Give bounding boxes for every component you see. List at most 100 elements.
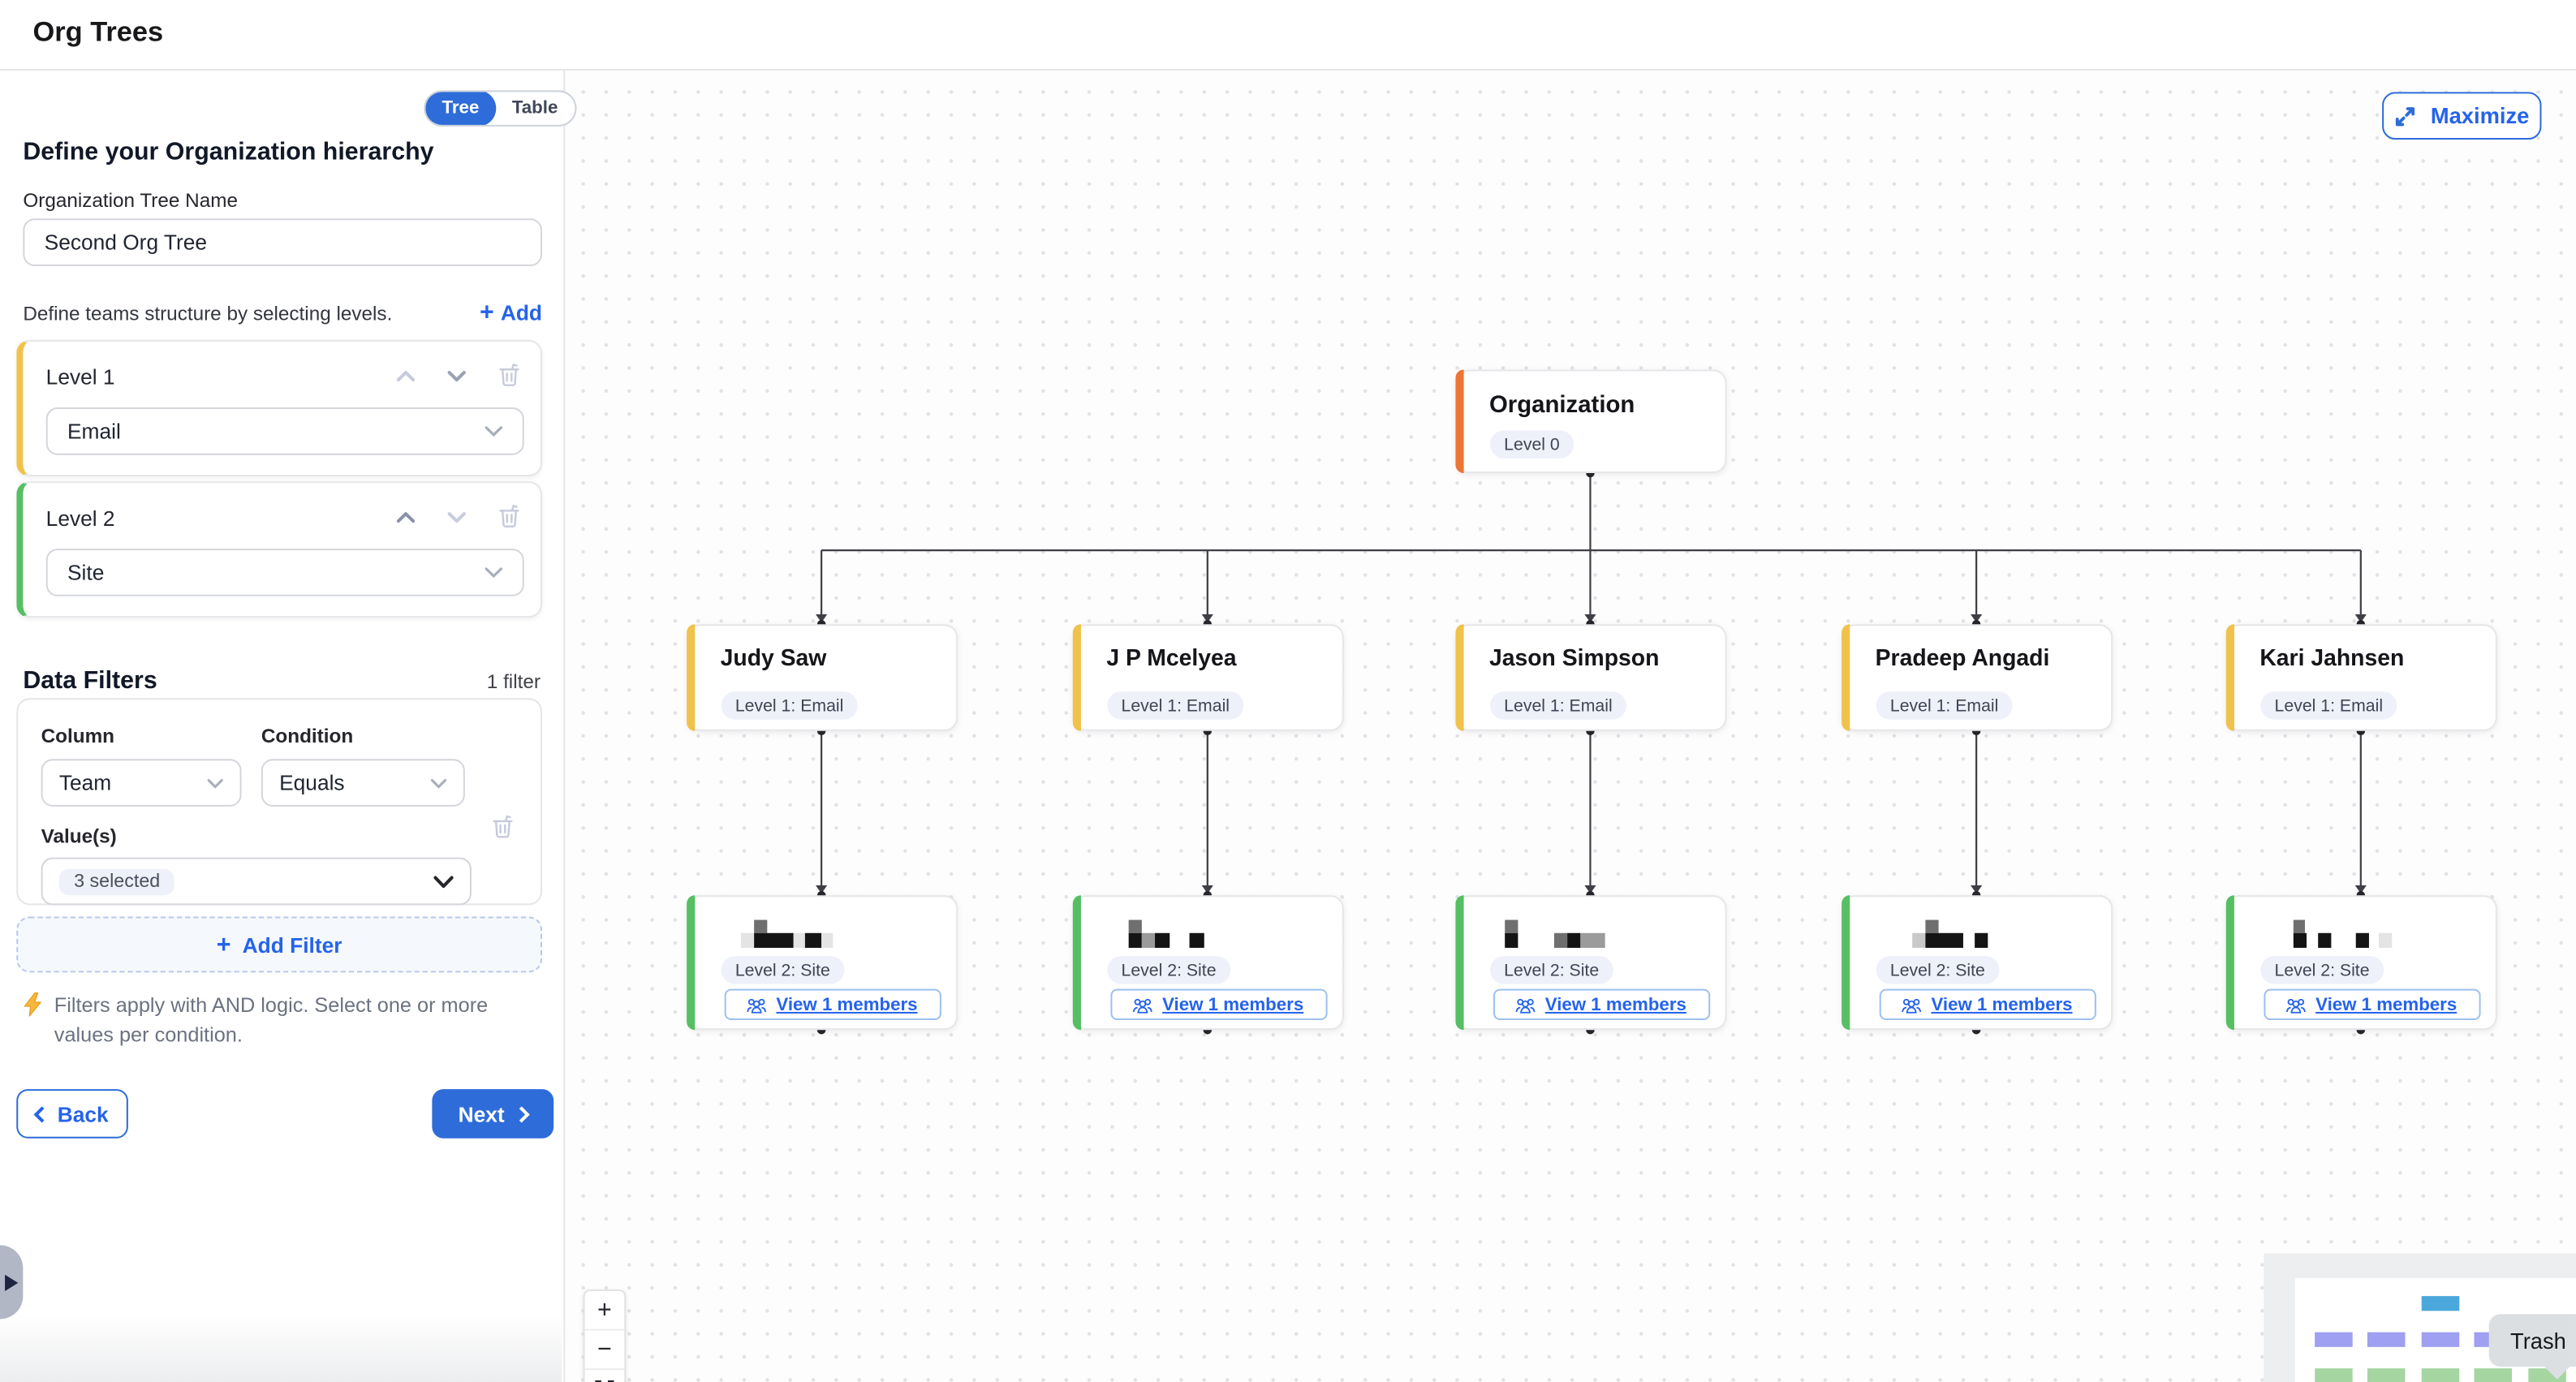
column-select[interactable]: Team — [41, 759, 242, 807]
expand-icon — [2396, 106, 2416, 126]
move-up-icon[interactable] — [396, 510, 416, 523]
level-badge: Level 1: Email — [720, 691, 859, 720]
minimap-node — [2421, 1296, 2460, 1311]
minimap-node — [2315, 1368, 2353, 1382]
members-icon — [1133, 997, 1153, 1013]
maximize-button[interactable]: Maximize — [2382, 92, 2542, 140]
view-members-label: View 1 members — [1544, 994, 1686, 1014]
org-node-level1[interactable]: Pradeep Angadi Level 1: Email — [1841, 624, 2113, 731]
org-node-level2[interactable]: Level 2: Site View 1 members — [1454, 895, 1726, 1031]
level-badge: Level 1: Email — [1106, 691, 1245, 720]
hierarchy-sidebar: Tree Table Define your Organization hier… — [0, 71, 576, 1382]
canvas-zoom-controls: + − — [583, 1289, 627, 1382]
selected-count-chip: 3 selected — [58, 868, 175, 895]
org-node-level1[interactable]: J P Mcelyea Level 1: Email — [1071, 624, 1343, 731]
sidebar-expand-handle[interactable] — [0, 1245, 24, 1320]
level-badge: Level 1: Email — [2259, 691, 2398, 720]
level-2-stripe — [686, 895, 695, 1031]
values-select[interactable]: 3 selected — [41, 857, 472, 906]
level-1-stripe — [1841, 624, 1850, 731]
add-level-button[interactable]: + Add — [479, 299, 542, 327]
members-icon — [1516, 997, 1536, 1013]
level-2-select[interactable]: Site — [45, 549, 524, 596]
minimap-node — [2367, 1332, 2406, 1347]
view-members-button[interactable]: View 1 members — [1109, 988, 1327, 1021]
level-badge: Level 2: Site — [720, 956, 846, 984]
minimap-node — [2474, 1368, 2513, 1382]
chevron-right-icon — [513, 1106, 530, 1123]
org-node-level1[interactable]: Jason Simpson Level 1: Email — [1454, 624, 1726, 731]
org-node-level1[interactable]: Judy Saw Level 1: Email — [686, 624, 958, 731]
org-node-level1[interactable]: Kari Jahnsen Level 1: Email — [2225, 624, 2496, 731]
view-members-button[interactable]: View 1 members — [1878, 988, 2096, 1021]
condition-label: Condition — [261, 724, 354, 748]
node-title: Kari Jahnsen — [2259, 644, 2405, 670]
filter-count: 1 filter — [486, 669, 541, 694]
view-members-button[interactable]: View 1 members — [1493, 988, 1710, 1021]
condition-select[interactable]: Equals — [261, 759, 465, 807]
delete-level-icon[interactable] — [498, 363, 520, 387]
view-toggle-table[interactable]: Table — [511, 98, 558, 118]
view-members-label: View 1 members — [1162, 994, 1304, 1014]
column-label: Column — [41, 724, 115, 748]
level-1-label: Level 1 — [45, 364, 115, 390]
add-filter-button[interactable]: + Add Filter — [16, 916, 542, 973]
data-filters-title: Data Filters — [23, 666, 157, 695]
zoom-out-button[interactable]: − — [584, 1331, 625, 1371]
page-title: Org Trees — [32, 16, 164, 48]
members-icon — [747, 997, 768, 1013]
node-title: Pradeep Angadi — [1875, 644, 2050, 670]
chevron-left-icon — [33, 1106, 50, 1123]
move-up-icon[interactable] — [396, 368, 416, 381]
minimap-node — [2421, 1332, 2460, 1347]
filters-note: Filters apply with AND logic. Select one… — [23, 991, 509, 1050]
page-header: Org Trees — [0, 0, 2576, 71]
view-toggle[interactable]: Tree Table — [424, 90, 576, 127]
chevron-down-icon — [207, 777, 223, 788]
org-node-level2[interactable]: Level 2: Site View 1 members — [1071, 895, 1343, 1031]
filter-card: Column Team Condition Equals Value(s) 3 … — [16, 698, 542, 906]
node-title: Organization — [1488, 392, 1635, 420]
fit-view-icon — [595, 1380, 614, 1382]
level-2-card: Level 2 Site — [16, 481, 542, 618]
level-1-stripe — [1071, 624, 1080, 731]
chevron-down-icon — [430, 777, 447, 788]
level-1-select[interactable]: Email — [45, 407, 524, 455]
delete-level-icon[interactable] — [498, 504, 520, 528]
chevron-down-icon — [485, 567, 503, 579]
tooltip-text: Trash — [2488, 1314, 2576, 1367]
org-node-level2[interactable]: Level 2: Site View 1 members — [686, 895, 958, 1031]
org-node-level2[interactable]: Level 2: Site View 1 members — [1841, 895, 2113, 1031]
level-1-stripe — [686, 624, 695, 731]
level-badge: Level 2: Site — [1106, 956, 1231, 984]
next-button[interactable]: Next — [432, 1089, 554, 1139]
level-badge: Level 2: Site — [2259, 956, 2384, 984]
fit-view-button[interactable] — [585, 1370, 625, 1382]
move-down-icon[interactable] — [447, 368, 467, 381]
back-button[interactable]: Back — [16, 1089, 128, 1139]
minimap-node — [2315, 1332, 2353, 1347]
level-2-stripe — [1841, 895, 1850, 1031]
level-1-card: Level 1 Email — [16, 340, 542, 477]
chevron-down-icon — [485, 426, 503, 437]
org-tree-canvas[interactable]: Maximize Organization Level 0 Judy Saw L… — [565, 71, 2576, 1382]
move-down-icon[interactable] — [447, 510, 467, 523]
lightning-icon — [24, 992, 41, 1017]
org-node-level2[interactable]: Level 2: Site View 1 members — [2225, 895, 2496, 1031]
minimap-node — [2421, 1368, 2460, 1382]
plus-icon: + — [479, 299, 494, 327]
node-title: Jason Simpson — [1488, 644, 1660, 670]
level-badge: Level 1: Email — [1488, 691, 1627, 720]
view-toggle-tree[interactable]: Tree — [425, 92, 496, 125]
delete-filter-icon[interactable] — [491, 815, 514, 839]
chevron-down-icon — [433, 875, 454, 888]
values-label: Value(s) — [41, 824, 117, 848]
view-members-button[interactable]: View 1 members — [723, 988, 941, 1021]
node-title: J P Mcelyea — [1106, 644, 1237, 670]
org-node-root[interactable]: Organization Level 0 — [1454, 369, 1726, 473]
zoom-in-button[interactable]: + — [584, 1291, 625, 1331]
tree-name-input[interactable]: Second Org Tree — [23, 218, 542, 266]
node-title: Judy Saw — [720, 644, 827, 670]
view-members-button[interactable]: View 1 members — [2263, 988, 2480, 1021]
